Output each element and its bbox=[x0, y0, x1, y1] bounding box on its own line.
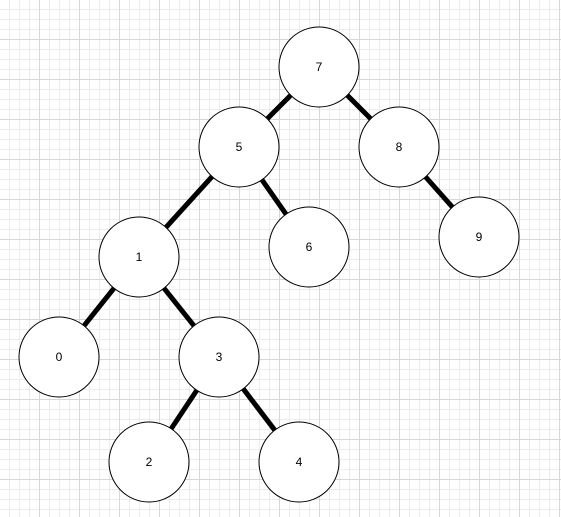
node-circle[interactable] bbox=[178, 316, 260, 398]
edge-1-0 bbox=[82, 286, 116, 328]
edge-7-8 bbox=[345, 93, 373, 121]
tree-node-7[interactable]: 7 bbox=[278, 26, 360, 108]
tree-node-0[interactable]: 0 bbox=[18, 316, 100, 398]
node-label: 9 bbox=[476, 230, 483, 244]
edge-8-9 bbox=[423, 175, 455, 209]
node-label: 3 bbox=[216, 350, 223, 364]
node-label: 5 bbox=[236, 140, 243, 154]
edge-1-3 bbox=[162, 286, 196, 328]
tree-node-6[interactable]: 6 bbox=[268, 206, 350, 288]
tree-node-5[interactable]: 5 bbox=[198, 106, 280, 188]
node-label: 1 bbox=[136, 250, 143, 264]
tree-node-2[interactable]: 2 bbox=[108, 421, 190, 503]
edges-layer bbox=[82, 93, 455, 432]
tree-node-8[interactable]: 8 bbox=[358, 106, 440, 188]
node-label: 7 bbox=[316, 60, 323, 74]
node-circle[interactable] bbox=[438, 196, 520, 278]
node-label: 4 bbox=[296, 455, 303, 469]
node-circle[interactable] bbox=[108, 421, 190, 503]
edge-3-2 bbox=[169, 388, 199, 431]
node-circle[interactable] bbox=[258, 421, 340, 503]
tree-node-1[interactable]: 1 bbox=[98, 216, 180, 298]
node-circle[interactable] bbox=[268, 206, 350, 288]
edge-7-5 bbox=[265, 93, 293, 121]
node-label: 0 bbox=[56, 350, 63, 364]
edge-5-1 bbox=[164, 174, 214, 230]
tree-node-9[interactable]: 9 bbox=[438, 196, 520, 278]
node-circle[interactable] bbox=[358, 106, 440, 188]
tree-node-3[interactable]: 3 bbox=[178, 316, 260, 398]
edge-3-4 bbox=[241, 387, 277, 432]
node-circle[interactable] bbox=[198, 106, 280, 188]
node-label: 8 bbox=[396, 140, 403, 154]
node-circle[interactable] bbox=[18, 316, 100, 398]
nodes-layer: 7 5 8 1 6 9 0 3 2 4 bbox=[18, 26, 520, 503]
node-circle[interactable] bbox=[98, 216, 180, 298]
edge-5-6 bbox=[259, 178, 289, 216]
tree-node-4[interactable]: 4 bbox=[258, 421, 340, 503]
node-label: 2 bbox=[146, 455, 153, 469]
node-label: 6 bbox=[306, 240, 313, 254]
node-circle[interactable] bbox=[278, 26, 360, 108]
